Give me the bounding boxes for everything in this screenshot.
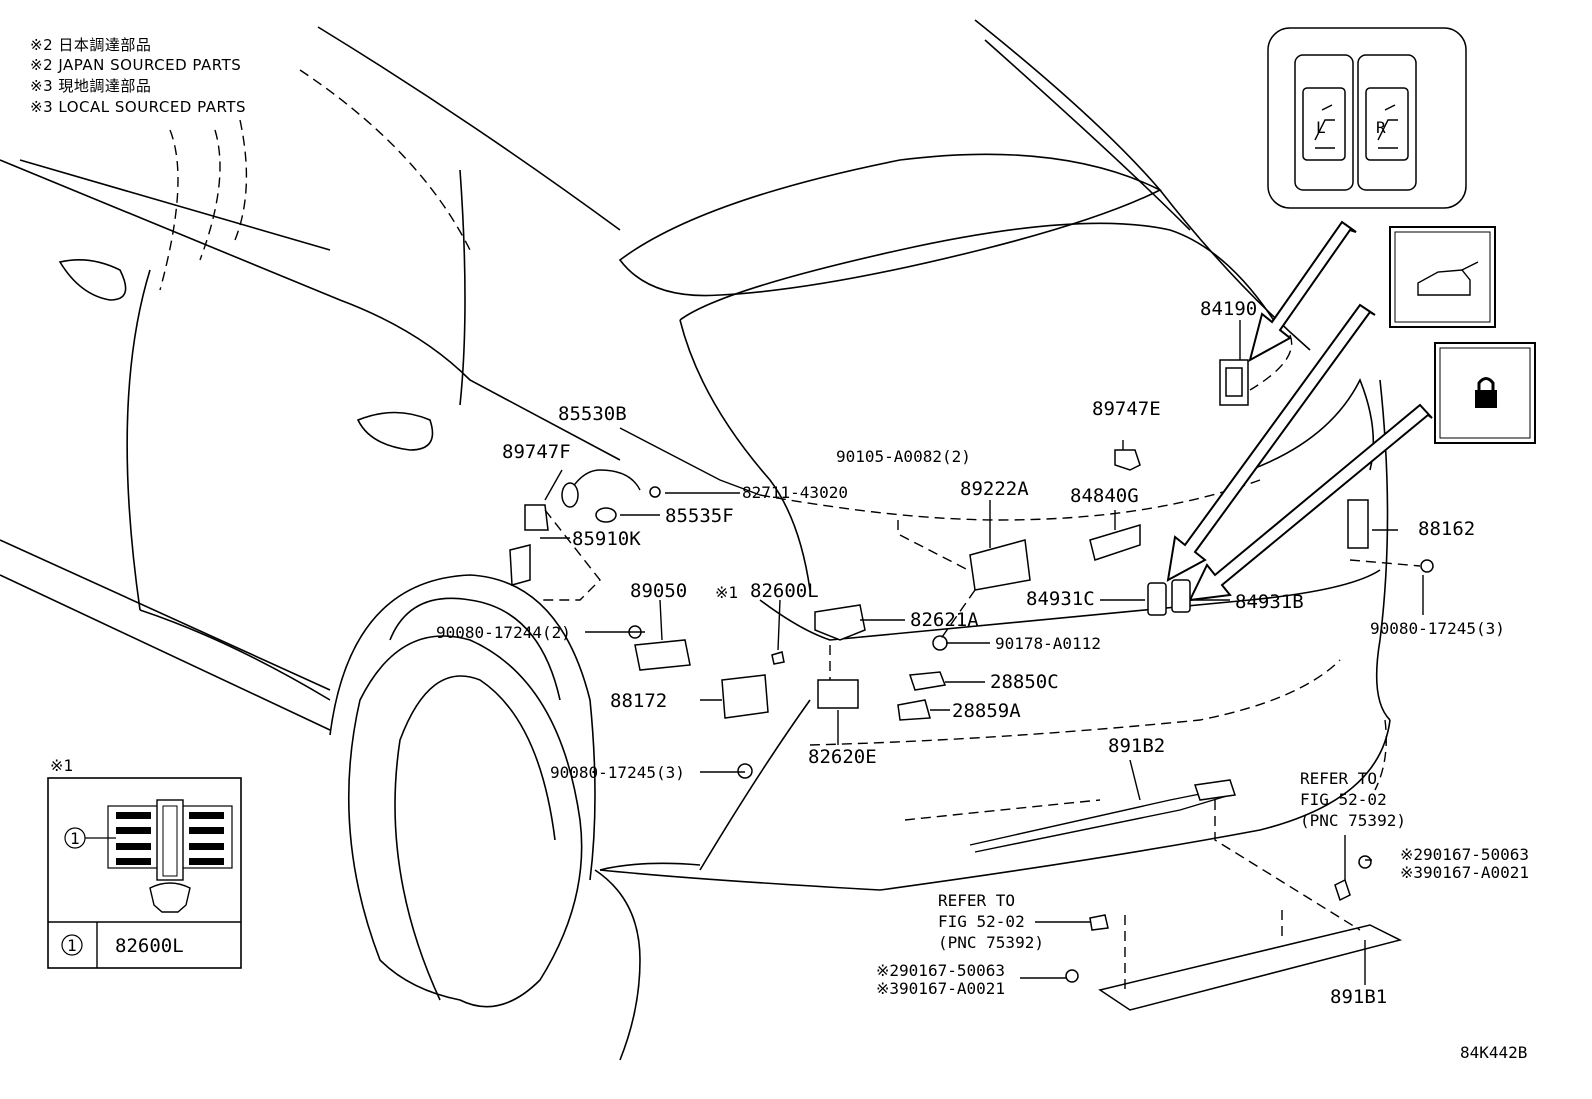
part-89747e <box>1114 449 1141 471</box>
part-82711-43020 <box>649 486 661 498</box>
right-seat-fold-icon: R <box>1376 104 1398 149</box>
refer-upper-line1: REFER TO <box>1300 769 1377 788</box>
label-bolt-left-japan: ※290167-50063 <box>876 961 1005 980</box>
arrow-to-84931c <box>1166 303 1376 582</box>
label-bolt-left-local: ※390167-A0021 <box>876 979 1005 998</box>
parts <box>509 359 1434 1011</box>
part-82620e <box>817 679 859 709</box>
inset-detail-clip: ※1 1 1 82600L <box>47 756 242 969</box>
label-85910k: 85910K <box>572 528 641 550</box>
label-82711-43020: 82711-43020 <box>742 483 848 502</box>
part-84931b <box>1171 579 1191 613</box>
inset-title: ※1 <box>50 756 73 775</box>
refer-lower-line2: FIG 52-02 <box>938 912 1025 931</box>
part-88172 <box>721 674 769 719</box>
sourcing-notes: ※2 日本調達部品 ※2 JAPAN SOURCED PARTS ※3 現地調達… <box>30 36 246 116</box>
refer-to-fig-upper: REFER TO FIG 52-02 (PNC 75392) <box>1300 769 1406 830</box>
label-82620e: 82620E <box>808 746 877 768</box>
label-891b2: 891B2 <box>1108 735 1165 757</box>
diagram-id: 84K442B <box>1460 1043 1527 1062</box>
label-89050: 89050 <box>630 580 687 602</box>
part-82621a <box>814 604 866 641</box>
label-90080-17244: 90080-17244(2) <box>436 623 571 642</box>
note-japan-jp: ※2 日本調達部品 <box>30 36 151 54</box>
part-28859a <box>897 699 931 721</box>
bolt-b <box>1065 969 1079 983</box>
refer-upper-line3: (PNC 75392) <box>1300 811 1406 830</box>
refer-to-fig-lower: REFER TO FIG 52-02 (PNC 75392) <box>938 891 1044 952</box>
vehicle-body-outline <box>0 19 1391 1061</box>
part-89050 <box>634 639 691 671</box>
label-89747e: 89747E <box>1092 398 1161 420</box>
label-82600l: 82600L <box>750 580 819 602</box>
part-28850c <box>908 671 947 691</box>
back-door-icon-box <box>1389 226 1496 328</box>
part-labels: 85530B 89747F 82711-43020 85535F 85910K … <box>436 298 1529 1008</box>
part-85535f <box>595 507 617 523</box>
arrow-to-84190 <box>1248 220 1357 362</box>
label-90080-17245-left: 90080-17245(3) <box>550 763 685 782</box>
right-mark: R <box>1376 118 1386 137</box>
part-85910k <box>509 544 531 586</box>
inset-legend-number: 1 <box>67 936 77 955</box>
refer-lower-line1: REFER TO <box>938 891 1015 910</box>
label-90178-a0112: 90178-A0112 <box>995 634 1101 653</box>
refer-upper-line2: FIG 52-02 <box>1300 790 1387 809</box>
part-84840g <box>1089 523 1141 561</box>
label-85530b: 85530B <box>558 403 627 425</box>
label-82600l-mark: ※1 <box>715 583 738 602</box>
part-90178-a0112 <box>932 635 948 651</box>
lock-icon-box <box>1434 342 1536 444</box>
label-28859a: 28859A <box>952 700 1021 722</box>
label-85535f: 85535F <box>665 505 734 527</box>
label-84190: 84190 <box>1200 298 1257 320</box>
refer-lower-line3: (PNC 75392) <box>938 933 1044 952</box>
part-90080-17245-a <box>737 763 753 779</box>
part-891b2 <box>969 789 1221 846</box>
part-82600l <box>771 651 785 665</box>
part-84931c <box>1147 582 1167 616</box>
label-88172: 88172 <box>610 690 667 712</box>
bolt-a <box>1358 855 1372 869</box>
inset-item-number: 1 <box>70 829 80 848</box>
label-89747f: 89747F <box>502 441 571 463</box>
part-89747f <box>524 504 549 531</box>
label-90105-a0082: 90105-A0082(2) <box>836 447 971 466</box>
left-mark: L <box>1316 118 1326 137</box>
lock-icon <box>1475 377 1497 408</box>
label-88162: 88162 <box>1418 518 1475 540</box>
label-bolt-right-local: ※390167-A0021 <box>1400 863 1529 882</box>
label-82621a: 82621A <box>910 609 979 631</box>
label-28850c: 28850C <box>990 671 1059 693</box>
label-89222a: 89222A <box>960 478 1029 500</box>
label-90080-17245-right: 90080-17245(3) <box>1370 619 1505 638</box>
part-88162 <box>1347 499 1369 549</box>
power-door-switch-panel: L R <box>1267 27 1467 209</box>
label-891b1: 891B1 <box>1330 986 1387 1008</box>
indicator-arrows <box>1166 220 1433 602</box>
left-seat-fold-icon: L <box>1314 104 1335 149</box>
inset-legend-part: 82600L <box>115 935 184 957</box>
note-local-jp: ※3 現地調達部品 <box>30 77 151 95</box>
clip-illustration: 1 <box>64 799 233 913</box>
leader-lines <box>540 320 1424 990</box>
label-bolt-right-japan: ※290167-50063 <box>1400 845 1529 864</box>
note-japan-en: ※2 JAPAN SOURCED PARTS <box>30 56 241 74</box>
part-89222a <box>969 539 1031 591</box>
note-local-en: ※3 LOCAL SOURCED PARTS <box>30 98 246 116</box>
label-84840g: 84840G <box>1070 485 1139 507</box>
part-891b1 <box>1098 924 1403 1011</box>
label-84931c: 84931C <box>1026 588 1095 610</box>
label-84931b: 84931B <box>1235 591 1304 613</box>
